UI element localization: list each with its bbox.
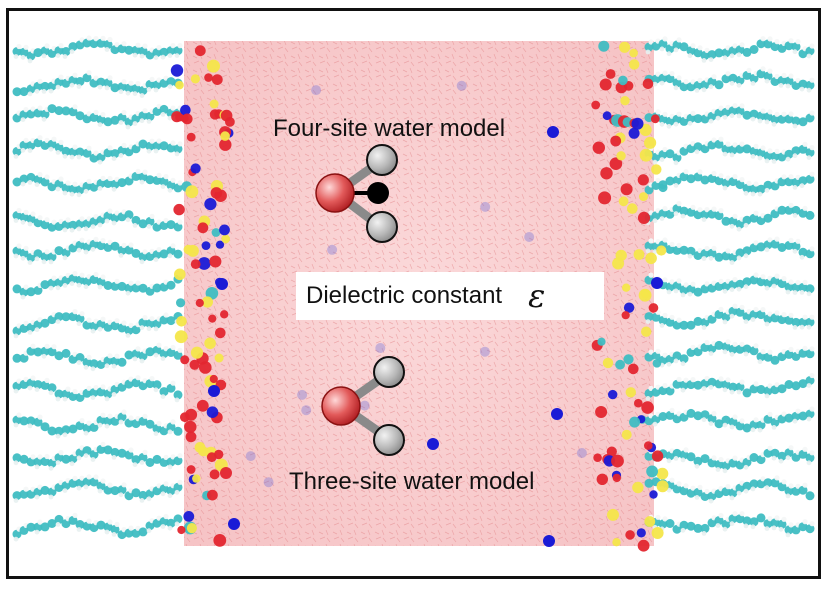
- virtual-site-atom: [367, 182, 389, 204]
- hydrogen-atom: [373, 356, 405, 388]
- epsilon-symbol: ε: [528, 277, 546, 315]
- hydrogen-atom: [366, 211, 398, 243]
- four-site-label: Four-site water model: [273, 115, 506, 142]
- hydrogen-atom: [373, 424, 405, 456]
- oxygen-atom: [315, 173, 355, 213]
- dielectric-label-box: Dielectric constant ε: [296, 272, 604, 320]
- lipid-layer-right: [644, 36, 815, 538]
- dielectric-label: Dielectric constant: [306, 282, 503, 309]
- figure-frame: Four-site water model Three-site water m…: [6, 8, 821, 579]
- four-site-water-molecule: [315, 144, 398, 243]
- headgroup-layer-right: [591, 40, 669, 552]
- headgroup-layer-left: [170, 45, 235, 547]
- hydrogen-atom: [366, 144, 398, 176]
- three-site-label: Three-site water model: [289, 468, 535, 495]
- lipid-layer-left: [12, 35, 183, 542]
- three-site-water-molecule: [321, 356, 405, 456]
- ion-group: [208, 80, 663, 547]
- oxygen-atom: [321, 386, 361, 426]
